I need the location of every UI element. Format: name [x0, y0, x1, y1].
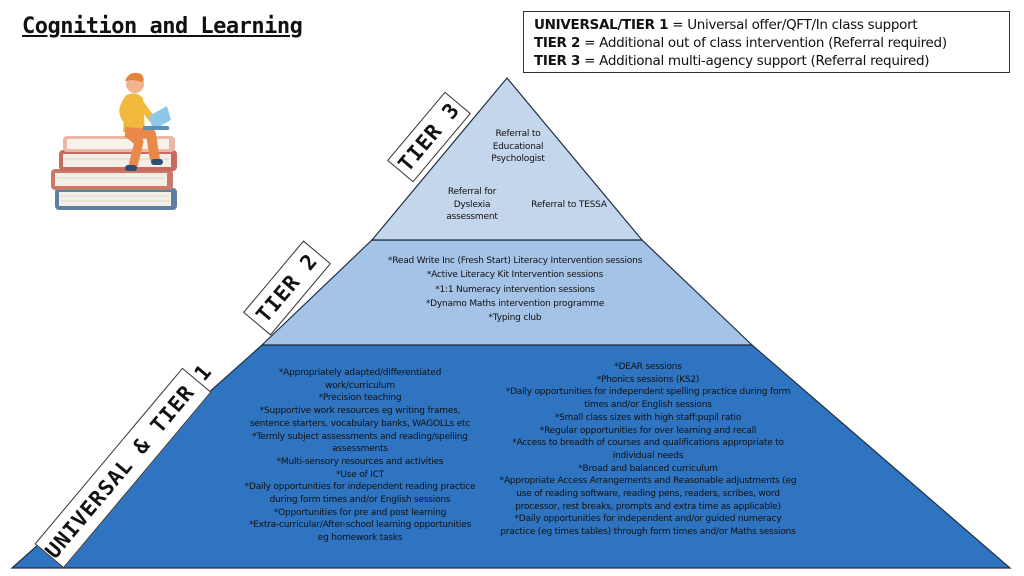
reader-on-books-illustration	[51, 72, 177, 210]
tier3-dyslexia-referral: Referral for Dyslexia assessment	[446, 187, 498, 223]
legend-text: = Additional multi-agency support (Refer…	[580, 53, 930, 69]
legend-key: TIER 3	[534, 53, 581, 69]
book-stack-icon	[51, 136, 177, 210]
tier3-ed-psych-referral: Referral to Educational Psychologist	[491, 129, 545, 165]
tier2-interventions: *Read Write Inc (Fresh Start) Literacy I…	[387, 256, 643, 324]
legend-row-tier3: TIER 3 = Additional multi-agency support…	[534, 52, 1009, 70]
legend-text: = Universal offer/QFT/In class support	[668, 17, 918, 33]
legend-row-tier2: TIER 2 = Additional out of class interve…	[534, 34, 1009, 52]
person-icon	[119, 72, 171, 171]
legend-key: UNIVERSAL/TIER 1	[534, 17, 669, 33]
tier3-tessa-referral: Referral to TESSA	[531, 200, 607, 210]
legend-row-universal: UNIVERSAL/TIER 1 = Universal offer/QFT/I…	[534, 16, 1009, 34]
tier-legend: UNIVERSAL/TIER 1 = Universal offer/QFT/I…	[523, 11, 1010, 73]
tier1-right-provisions: *DEAR sessions *Phonics sessions (KS2) *…	[499, 362, 797, 538]
legend-key: TIER 2	[534, 35, 581, 51]
tier1-left-provisions: *Appropriately adapted/differentiated wo…	[244, 368, 476, 544]
page-title: Cognition and Learning	[22, 14, 303, 39]
legend-text: = Additional out of class intervention (…	[580, 35, 947, 51]
tier3-band	[370, 77, 644, 241]
